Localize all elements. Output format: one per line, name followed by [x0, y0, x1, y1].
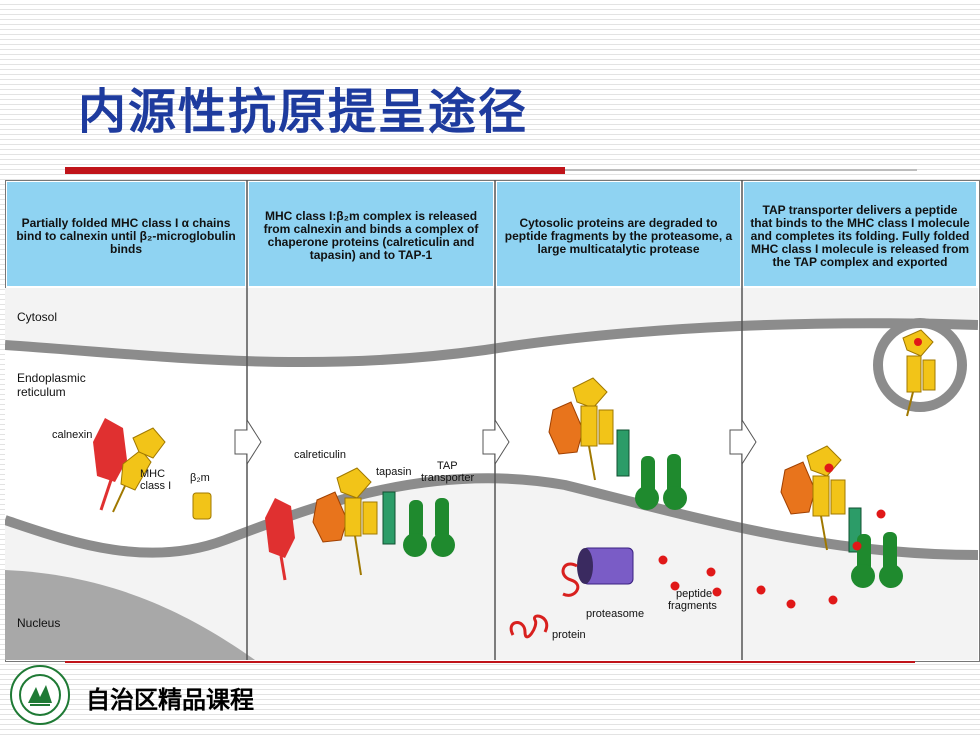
calnexin-shape [93, 418, 127, 482]
tapasin-3 [616, 429, 630, 477]
calnexin-released [265, 498, 295, 558]
b2m-free [192, 492, 212, 520]
mhc-alpha-body-2 [344, 497, 362, 537]
mhc-anchor-4 [820, 515, 828, 551]
protein-entering [561, 562, 580, 597]
step-arrow-2 [482, 418, 510, 466]
calreticulin-shape [312, 491, 348, 543]
peptide-fragment [852, 541, 862, 551]
label-er-line2: reticulum [17, 385, 66, 399]
caption-step-3: Cytosolic proteins are degraded to pepti… [504, 215, 733, 256]
tap-subunit-3b [667, 454, 681, 496]
b2m-bound-3 [598, 409, 614, 445]
title-underline-red [65, 167, 565, 174]
caption-box-2 [249, 182, 493, 286]
tapasin-shape [382, 491, 396, 545]
peptide-fragment [824, 463, 834, 473]
label-tap-line2: transporter [421, 472, 475, 484]
label-cytosol: Cytosol [17, 310, 58, 324]
mhc-alpha-body-3 [580, 405, 598, 447]
caption-box-3 [497, 182, 740, 286]
tap-base-3b [663, 486, 687, 510]
label-tap-line1: TAP [437, 460, 458, 472]
label-calreticulin: calreticulin [294, 449, 346, 461]
title-underline-gray [565, 169, 917, 171]
footer-course-label: 自治区精品课程 [86, 686, 254, 714]
label-b2m: β₂m [190, 472, 210, 484]
tap-base-2a [403, 533, 427, 557]
peptide-fragment [670, 581, 680, 591]
step-arrow-1 [234, 418, 262, 466]
label-peptide-line2: fragments [668, 600, 717, 612]
label-mhc-line1: MHC [140, 468, 166, 480]
tap-base-3a [635, 486, 659, 510]
university-logo [10, 665, 70, 725]
caption-box-1 [7, 182, 245, 286]
mhc-anchor-2 [354, 535, 362, 576]
label-protein: protein [552, 629, 586, 641]
er-membrane-top [5, 318, 978, 368]
tap-base-4a [851, 564, 875, 588]
tap-base-2b [431, 533, 455, 557]
b2m-exported [922, 359, 936, 391]
label-peptide-line1: peptide [676, 588, 713, 600]
mhc-exported-body [906, 355, 922, 393]
peptide-fragment [828, 595, 838, 605]
mhc-alpha-top-2 [336, 467, 372, 499]
peptide-fragment [712, 587, 722, 597]
label-calnexin: calnexin [52, 429, 93, 441]
mhc-alpha-body-4 [812, 475, 830, 517]
mhc-anchor-1 [112, 485, 126, 513]
step-arrow-3 [729, 418, 757, 466]
tap-subunit-2a [409, 500, 423, 540]
protein-coil [509, 614, 549, 639]
b2m-bound-2 [362, 501, 378, 535]
mhc-anchor-3 [588, 445, 596, 481]
mhc-alpha-top-3 [572, 377, 608, 409]
footer-divider [65, 661, 915, 663]
calnexin-released-anchor [279, 555, 287, 581]
peptide-bound [914, 338, 922, 346]
b2m-bound-4 [830, 479, 846, 515]
peptide-fragment [756, 585, 766, 595]
nucleus-area [5, 570, 255, 660]
label-nucleus: Nucleus [17, 616, 61, 630]
caption-step-4: TAP transporter delivers a peptide that … [750, 202, 970, 269]
caption-step-1: Partially folded MHC class I α chains bi… [16, 215, 236, 256]
caption-step-2: MHC class I:β₂m complex is released from… [263, 209, 479, 262]
mhc-alpha-chain-1 [120, 449, 152, 491]
calnexin-anchor [99, 479, 113, 511]
calreticulin-3 [548, 401, 584, 455]
label-mhc-line2: class I [140, 480, 172, 492]
proteasome-opening [577, 548, 593, 584]
tap-subunit-2b [435, 498, 449, 540]
logo-emblem-icon [19, 674, 61, 716]
er-membrane-bottom [5, 473, 978, 560]
peptide-fragment [786, 599, 796, 609]
peptide-fragment [706, 567, 716, 577]
mhc-exported-anchor [906, 391, 914, 417]
page-title: 内源性抗原提呈途径 [78, 84, 529, 140]
caption-box-4 [744, 182, 976, 286]
label-er-line1: Endoplasmic [17, 371, 86, 385]
mhc-alpha-top-1 [132, 427, 166, 459]
calreticulin-4 [780, 461, 816, 515]
label-proteasome: proteasome [586, 608, 645, 620]
peptide-fragment [876, 509, 886, 519]
tap-base-4b [879, 564, 903, 588]
antigen-presentation-diagram [5, 180, 978, 660]
tap-subunit-4b [883, 532, 897, 574]
tap-subunit-3a [641, 456, 655, 496]
label-tapasin: tapasin [376, 466, 412, 478]
peptide-fragment [658, 555, 668, 565]
